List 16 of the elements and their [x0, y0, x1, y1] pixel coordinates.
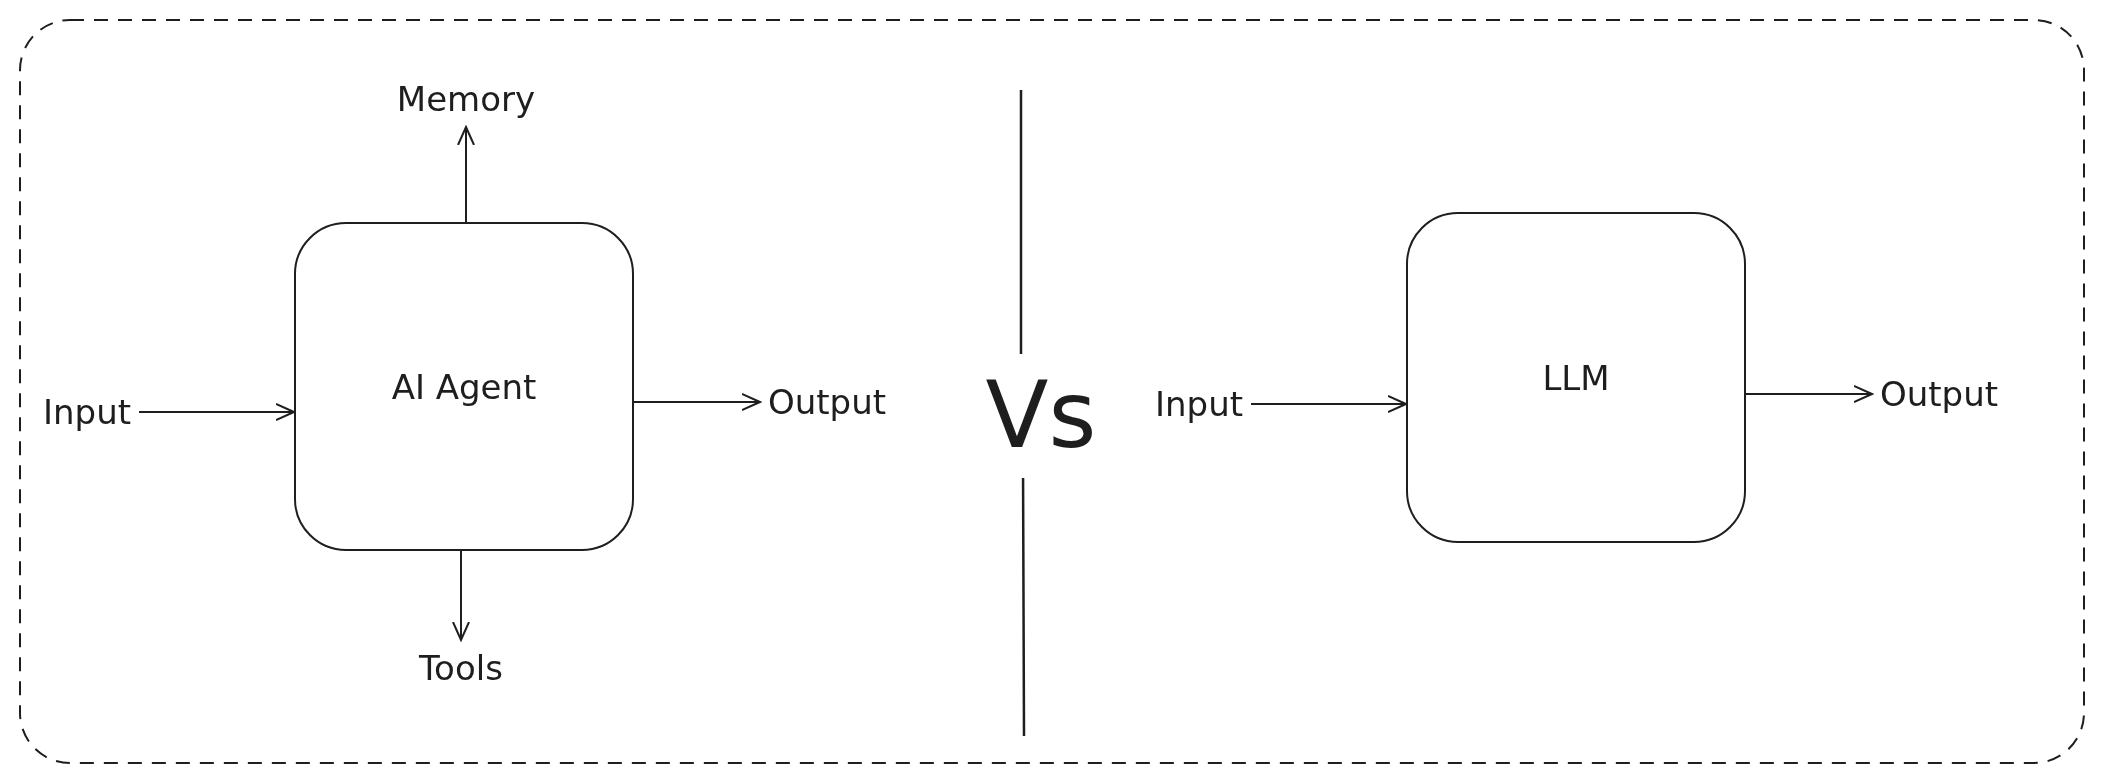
node-label: Output	[767, 382, 887, 422]
arrow	[138, 403, 295, 421]
node-label: Tools	[419, 648, 503, 688]
node-label: Memory	[396, 79, 536, 119]
arrow	[1250, 395, 1407, 413]
node-label: Output	[1879, 374, 1999, 414]
process-box	[294, 222, 634, 551]
node-label: Input	[43, 392, 131, 432]
arrow	[457, 126, 475, 223]
arrow	[1745, 385, 1873, 403]
arrow	[452, 550, 470, 641]
process-box	[1406, 212, 1746, 543]
node-label: Input	[1155, 384, 1243, 424]
arrow	[633, 393, 761, 411]
box-label: LLM	[1542, 357, 1610, 398]
box-label: AI Agent	[391, 366, 537, 407]
